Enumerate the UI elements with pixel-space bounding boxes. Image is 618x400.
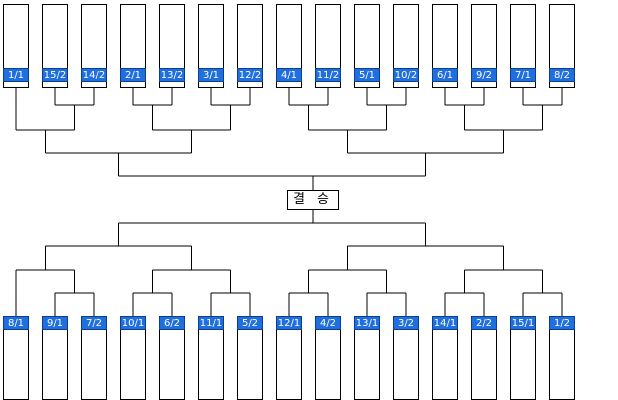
bottom-slot-box [3, 316, 29, 400]
final-label: 결 승 [287, 190, 339, 210]
top-seed-label: 8/2 [549, 68, 575, 82]
top-seed-label: 5/1 [354, 68, 380, 82]
top-seed-label: 10/2 [393, 68, 419, 82]
bottom-seed-label: 3/2 [393, 316, 419, 330]
bottom-seed-label: 8/1 [3, 316, 29, 330]
bottom-seed-label: 12/1 [276, 316, 302, 330]
top-seed-label: 15/2 [42, 68, 68, 82]
bottom-seed-label: 2/2 [471, 316, 497, 330]
bottom-seed-label: 1/2 [549, 316, 575, 330]
bottom-slot-box [315, 316, 341, 400]
top-seed-label: 2/1 [120, 68, 146, 82]
bottom-slot-box [276, 316, 302, 400]
bottom-seed-label: 5/2 [237, 316, 263, 330]
bottom-slot-box [120, 316, 146, 400]
bottom-seed-label: 6/2 [159, 316, 185, 330]
bottom-slot-box [198, 316, 224, 400]
bottom-slot-box [159, 316, 185, 400]
bottom-seed-label: 13/1 [354, 316, 380, 330]
bottom-seed-label: 14/1 [432, 316, 458, 330]
top-seed-label: 1/1 [3, 68, 29, 82]
bottom-slot-box [471, 316, 497, 400]
top-seed-label: 11/2 [315, 68, 341, 82]
top-seed-label: 13/2 [159, 68, 185, 82]
bottom-seed-label: 10/1 [120, 316, 146, 330]
top-seed-label: 14/2 [81, 68, 107, 82]
bottom-seed-label: 15/1 [510, 316, 536, 330]
bottom-seed-label: 11/1 [198, 316, 224, 330]
bottom-slot-box [237, 316, 263, 400]
top-seed-label: 7/1 [510, 68, 536, 82]
top-seed-label: 4/1 [276, 68, 302, 82]
bottom-seed-label: 9/1 [42, 316, 68, 330]
bottom-seed-label: 4/2 [315, 316, 341, 330]
bottom-slot-box [354, 316, 380, 400]
bottom-slot-box [510, 316, 536, 400]
bottom-slot-box [81, 316, 107, 400]
top-seed-label: 6/1 [432, 68, 458, 82]
bottom-seed-label: 7/2 [81, 316, 107, 330]
top-seed-label: 12/2 [237, 68, 263, 82]
top-seed-label: 3/1 [198, 68, 224, 82]
top-seed-label: 9/2 [471, 68, 497, 82]
